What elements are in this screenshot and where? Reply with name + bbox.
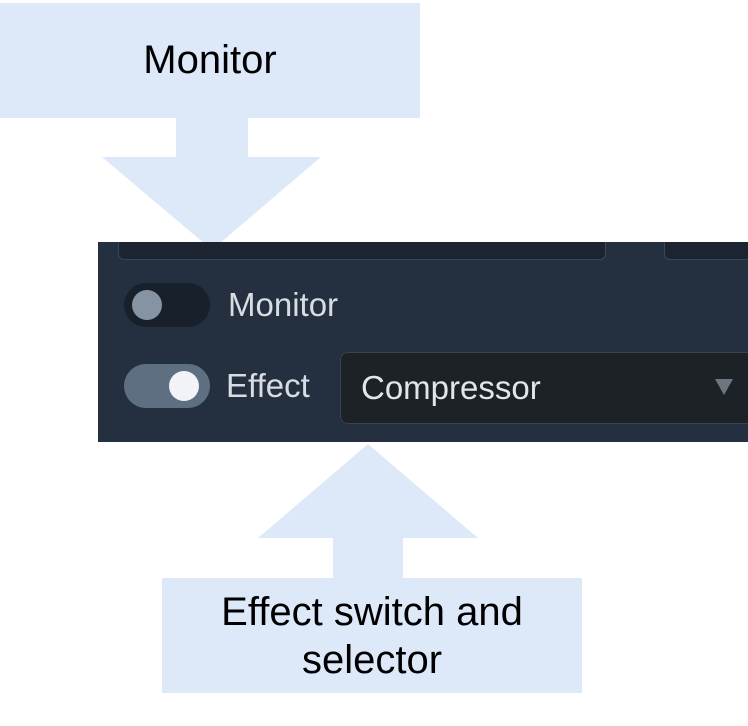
up-arrow — [258, 444, 478, 578]
monitor-row: Monitor — [124, 280, 338, 330]
monitor-toggle[interactable] — [124, 283, 210, 327]
monitor-callout: Monitor — [0, 3, 420, 118]
effect-callout: Effect switch and selector — [162, 578, 582, 693]
effect-select-value: Compressor — [361, 369, 541, 406]
audio-settings-panel: Monitor Effect Compressor — [98, 242, 748, 442]
effect-callout-text: Effect switch and selector — [221, 589, 523, 682]
chevron-down-icon — [715, 379, 733, 395]
secondary-field-partial[interactable] — [664, 242, 748, 260]
effect-select[interactable]: Compressor — [340, 352, 748, 424]
device-select-partial[interactable] — [118, 242, 606, 260]
monitor-callout-text: Monitor — [143, 38, 277, 82]
toggle-knob — [169, 371, 199, 401]
effect-toggle[interactable] — [124, 364, 210, 408]
toggle-knob — [132, 290, 162, 320]
down-arrow — [102, 118, 321, 250]
effect-row: Effect — [124, 354, 310, 418]
effect-label: Effect — [226, 367, 310, 404]
monitor-label: Monitor — [228, 286, 339, 323]
